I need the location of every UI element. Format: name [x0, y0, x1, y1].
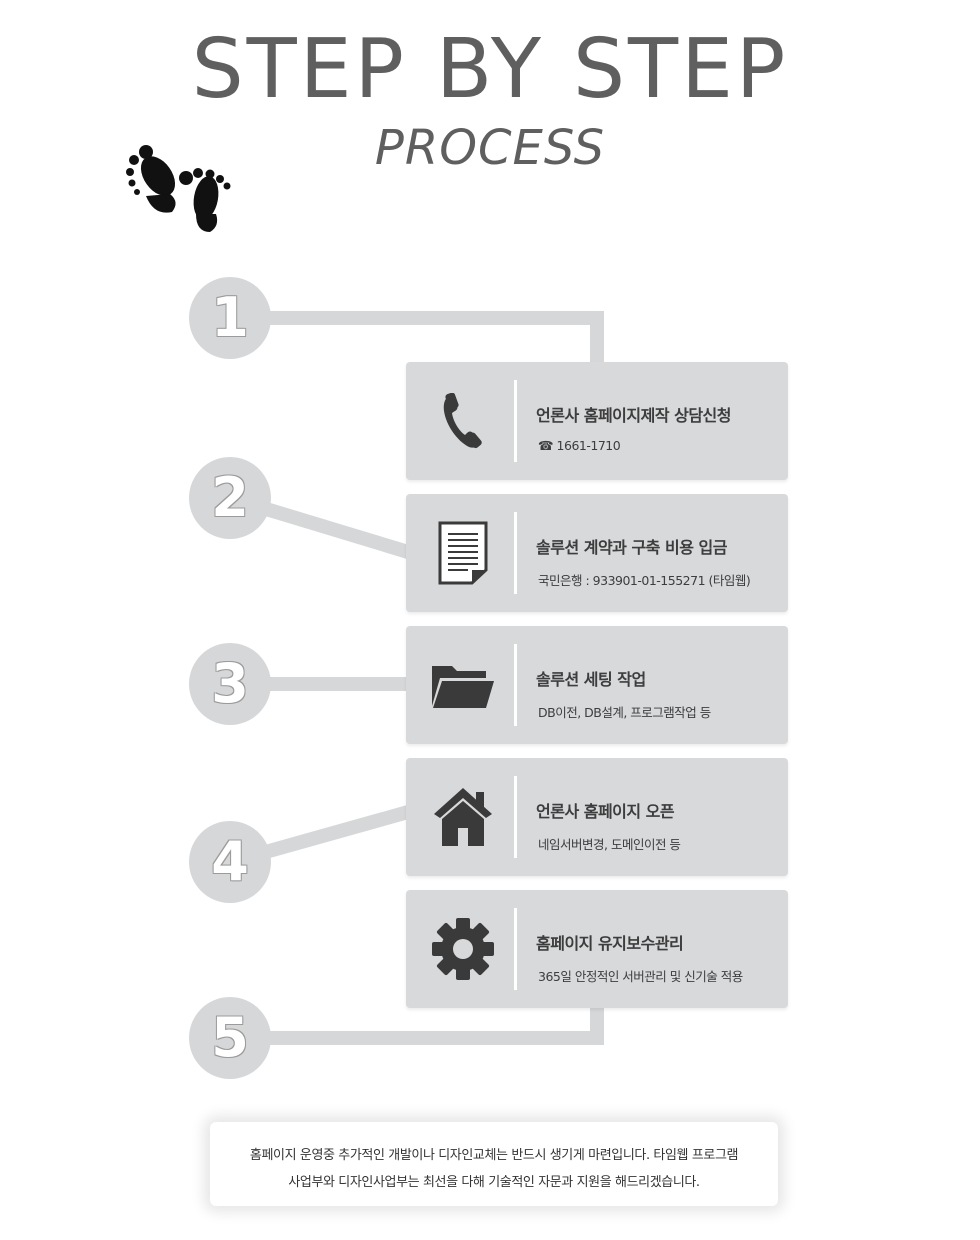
step-title: 언론사 홈페이지 오픈 — [536, 802, 675, 821]
step-divider — [514, 512, 517, 594]
step-3-panel: 솔루션 세팅 작업 DB이전, DB설계, 프로그램작업 등 — [406, 626, 788, 744]
step-number-1: 1 — [189, 277, 271, 359]
step-description: 국민은행 : 933901-01-155271 (타임웹) — [538, 573, 751, 588]
step-divider — [514, 776, 517, 858]
step-divider — [514, 380, 517, 462]
step-number-2: 2 — [189, 457, 271, 539]
home-icon — [430, 784, 496, 850]
step-2-panel: 솔루션 계약과 구축 비용 입금 국민은행 : 933901-01-155271… — [406, 494, 788, 612]
step-description: ☎ 1661-1710 — [538, 438, 621, 453]
step-number-3: 3 — [189, 643, 271, 725]
step-description: 365일 안정적인 서버관리 및 신기술 적용 — [538, 969, 743, 984]
footer-notice: 홈페이지 운영중 추가적인 개발이나 디자인교체는 반드시 생기게 마련입니다.… — [210, 1122, 778, 1206]
gear-icon — [430, 916, 496, 982]
step-title: 솔루션 세팅 작업 — [536, 670, 646, 689]
step-number-4: 4 — [189, 821, 271, 903]
step-description: DB이전, DB설계, 프로그램작업 등 — [538, 705, 711, 720]
step-number-5: 5 — [189, 997, 271, 1079]
footer-line-2: 사업부와 디자인사업부는 최선을 다해 기술적인 자문과 지원을 해드리겠습니다… — [288, 1175, 700, 1190]
step-divider — [514, 908, 517, 990]
document-icon — [430, 520, 496, 586]
step-title: 언론사 홈페이지제작 상담신청 — [536, 406, 732, 425]
footer-line-1: 홈페이지 운영중 추가적인 개발이나 디자인교체는 반드시 생기게 마련입니다.… — [249, 1148, 739, 1163]
step-title: 홈페이지 유지보수관리 — [536, 934, 684, 953]
phone-icon — [430, 388, 496, 454]
folder-icon — [430, 652, 496, 718]
step-description: 네임서버변경, 도메인이전 등 — [538, 837, 681, 852]
step-4-panel: 언론사 홈페이지 오픈 네임서버변경, 도메인이전 등 — [406, 758, 788, 876]
step-5-panel: 홈페이지 유지보수관리 365일 안정적인 서버관리 및 신기술 적용 — [406, 890, 788, 1008]
footprints-icon — [126, 145, 231, 232]
step-divider — [514, 644, 517, 726]
step-1-panel: 언론사 홈페이지제작 상담신청 ☎ 1661-1710 — [406, 362, 788, 480]
page-subtitle: PROCESS — [374, 120, 606, 176]
page-title: STEP BY STEP — [191, 22, 789, 117]
step-title: 솔루션 계약과 구축 비용 입금 — [536, 538, 727, 557]
